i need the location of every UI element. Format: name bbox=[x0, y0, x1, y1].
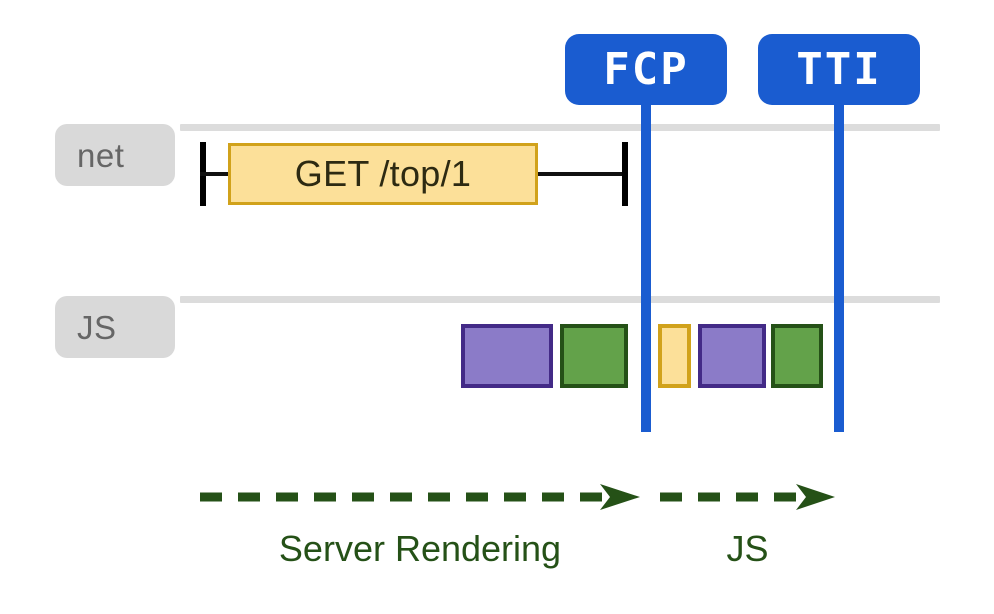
marker-label-tti: TTI bbox=[796, 43, 882, 95]
track-label-net: net bbox=[77, 136, 125, 174]
phase-arrow-js bbox=[660, 484, 835, 510]
js-task-block[interactable] bbox=[771, 324, 823, 388]
marker-line-fcp bbox=[641, 100, 651, 432]
network-request-bar[interactable]: GET /top/1 bbox=[228, 143, 538, 205]
network-request-label: GET /top/1 bbox=[294, 153, 472, 194]
phase-caption-js: JS bbox=[726, 528, 769, 569]
marker-line-tti bbox=[834, 100, 844, 432]
track-badge-js: JS bbox=[55, 296, 175, 358]
track-label-js: JS bbox=[77, 308, 117, 346]
js-task-block[interactable] bbox=[658, 324, 691, 388]
request-end-tick bbox=[622, 142, 628, 206]
track-line-net bbox=[180, 124, 940, 131]
js-task-block[interactable] bbox=[560, 324, 628, 388]
phase-caption-server-rendering: Server Rendering bbox=[278, 528, 562, 569]
dashed-arrow-icon bbox=[660, 484, 835, 510]
phase-arrow-server-rendering bbox=[200, 484, 640, 510]
dashed-arrow-icon bbox=[200, 484, 640, 510]
js-task-block[interactable] bbox=[698, 324, 766, 388]
marker-label-fcp: FCP bbox=[603, 43, 689, 95]
js-task-block[interactable] bbox=[461, 324, 553, 388]
marker-badge-tti[interactable]: TTI bbox=[758, 34, 920, 105]
track-line-js bbox=[180, 296, 940, 303]
track-badge-net: net bbox=[55, 124, 175, 186]
marker-badge-fcp[interactable]: FCP bbox=[565, 34, 727, 105]
